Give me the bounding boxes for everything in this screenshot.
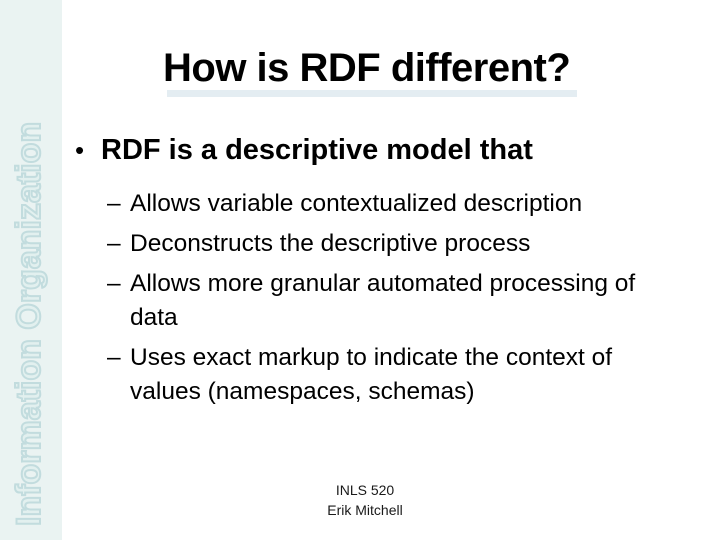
sub-bullet-list: – Allows variable contextualized descrip…: [107, 187, 690, 409]
sub-bullet-text: Allows more granular automated processin…: [130, 270, 636, 331]
dash-marker: –: [107, 344, 121, 371]
dash-marker: –: [107, 230, 121, 257]
bullet-item: • RDF is a descriptive model that: [75, 130, 690, 170]
slide-footer: INLS 520 Erik Mitchell: [280, 480, 450, 520]
title-underline-bar: [167, 90, 577, 97]
slide-body: • RDF is a descriptive model that – Allo…: [75, 130, 690, 415]
dash-marker: –: [107, 270, 121, 297]
sub-bullet-text: Allows variable contextualized descripti…: [130, 190, 583, 217]
footer-author: Erik Mitchell: [327, 502, 403, 518]
sub-bullet-text: Uses exact markup to indicate the contex…: [130, 344, 613, 405]
sub-bullet-item: – Deconstructs the descriptive process: [107, 227, 690, 261]
sub-bullet-item: – Uses exact markup to indicate the cont…: [107, 341, 690, 409]
sub-bullet-text: Deconstructs the descriptive process: [130, 230, 531, 257]
sidebar-vertical-text: Information Organization: [9, 121, 49, 527]
slide-title: How is RDF different?: [163, 46, 571, 90]
sidebar-banner: Information Organization: [0, 0, 62, 540]
bullet-marker: •: [75, 135, 85, 165]
bullet-text: RDF is a descriptive model that: [101, 134, 533, 166]
sub-bullet-item: – Allows variable contextualized descrip…: [107, 187, 690, 221]
footer-course: INLS 520: [335, 482, 395, 498]
dash-marker: –: [107, 190, 121, 217]
sub-bullet-item: – Allows more granular automated process…: [107, 267, 690, 335]
